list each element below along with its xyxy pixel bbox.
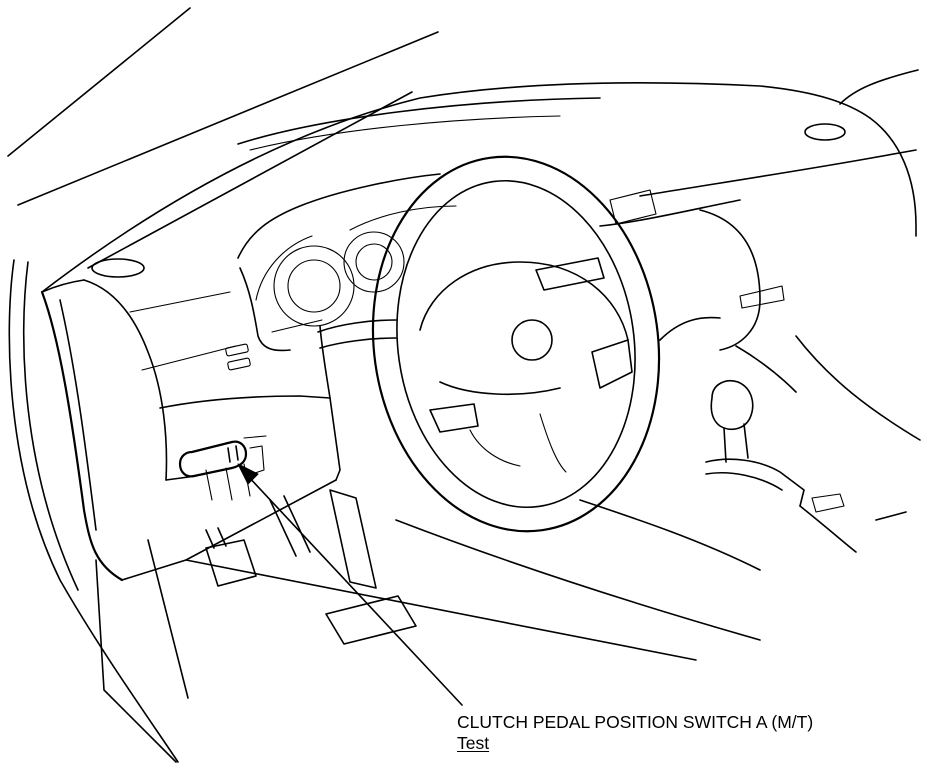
brake-pedal [269, 489, 417, 645]
center-console [599, 149, 921, 441]
clutch-pedal [205, 527, 257, 587]
left-dash-panel [40, 279, 337, 582]
lower-dash-panel [159, 325, 341, 501]
callout-label: CLUTCH PEDAL POSITION SWITCH A (M/T) Tes… [457, 712, 813, 754]
windshield-pillar [7, 7, 439, 763]
gear-shifter [705, 380, 907, 553]
dashboard-top [41, 69, 919, 293]
test-link[interactable]: Test [457, 733, 490, 753]
clutch-pedal-position-switch [178, 435, 267, 478]
callout-leader-arrow [237, 463, 463, 706]
instrument-cluster [237, 173, 457, 352]
steering-wheel [317, 155, 661, 533]
callout-title: CLUTCH PEDAL POSITION SWITCH A (M/T) [457, 712, 814, 732]
floor-lines [95, 499, 761, 763]
